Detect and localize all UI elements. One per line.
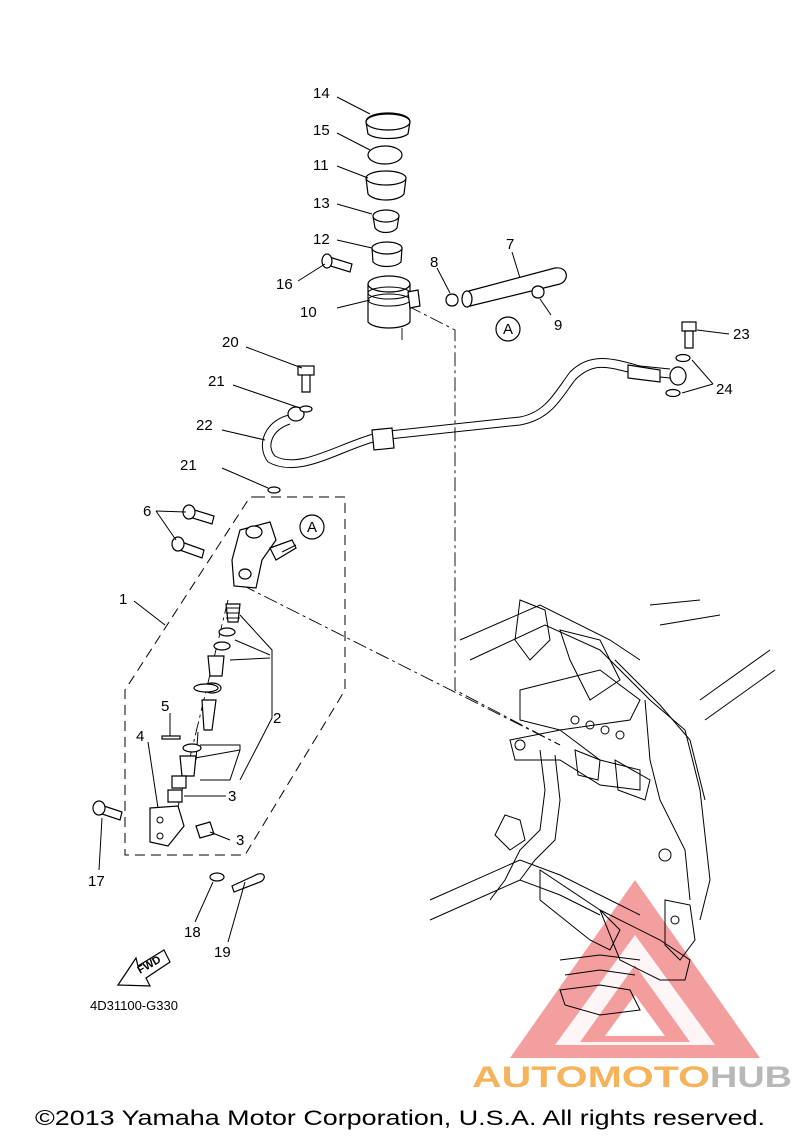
fwd-arrow-icon: FWD bbox=[116, 949, 171, 987]
callout-21-lower: 21 bbox=[180, 457, 197, 474]
callout-21-upper: 21 bbox=[208, 373, 225, 390]
center-lines bbox=[169, 278, 561, 841]
drawing-code: 4D31100-G330 bbox=[90, 998, 178, 1013]
reservoir-parts bbox=[321, 112, 421, 329]
leader-lines bbox=[98, 96, 730, 943]
reservoir-hose bbox=[445, 267, 567, 308]
callout-13: 13 bbox=[313, 195, 330, 212]
callout-14: 14 bbox=[313, 85, 330, 102]
frame-drawing bbox=[429, 599, 776, 1016]
callout-4: 4 bbox=[136, 728, 144, 745]
brake-hose bbox=[262, 321, 697, 494]
callout-23: 23 bbox=[733, 326, 750, 343]
callout-1: 1 bbox=[119, 591, 127, 608]
watermark-logo-icon bbox=[510, 880, 760, 1058]
callout-labels: 14 15 11 13 12 16 10 8 7 9 20 21 22 21 2… bbox=[88, 85, 750, 961]
callout-19: 19 bbox=[214, 944, 231, 961]
callout-6: 6 bbox=[143, 503, 151, 520]
callout-3-upper: 3 bbox=[228, 788, 236, 805]
callout-16: 16 bbox=[276, 276, 293, 293]
copyright-text: ©2013 Yamaha Motor Corporation, U.S.A. A… bbox=[35, 1107, 765, 1130]
svg-text:A: A bbox=[503, 321, 513, 338]
callout-15: 15 bbox=[313, 122, 330, 139]
callout-12: 12 bbox=[313, 231, 330, 248]
callout-24: 24 bbox=[716, 381, 733, 398]
callout-17: 17 bbox=[88, 873, 105, 890]
watermark-brand-part1: AUTOMOTO bbox=[472, 1061, 710, 1094]
master-cylinder bbox=[92, 504, 297, 893]
callout-9: 9 bbox=[554, 317, 562, 334]
callout-5: 5 bbox=[161, 698, 169, 715]
callout-8: 8 bbox=[430, 254, 438, 271]
svg-text:A: A bbox=[307, 519, 317, 536]
callout-10: 10 bbox=[300, 304, 317, 321]
callout-2: 2 bbox=[273, 710, 281, 727]
assembly-outline bbox=[124, 496, 346, 856]
callout-11: 11 bbox=[313, 157, 329, 174]
watermark-brand-part2: HUB bbox=[710, 1061, 792, 1094]
callout-22: 22 bbox=[196, 417, 213, 434]
callout-3-lower: 3 bbox=[236, 832, 244, 849]
callout-20: 20 bbox=[222, 334, 239, 351]
reference-mark-top: A bbox=[495, 316, 521, 342]
reference-mark-bottom: A bbox=[299, 514, 325, 540]
callout-7: 7 bbox=[506, 236, 514, 253]
callout-18: 18 bbox=[184, 924, 201, 941]
